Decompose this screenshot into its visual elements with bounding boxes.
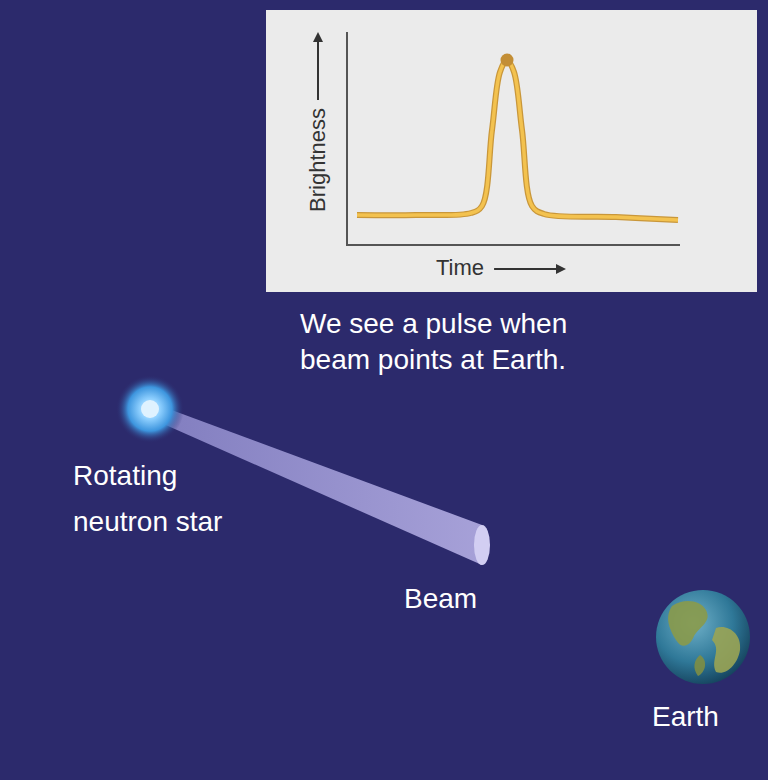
pulse-curve-outline [357,60,678,220]
x-arrowhead [556,264,566,274]
pulse-peak [501,54,514,67]
x-axis-label: Time [436,255,484,281]
x-axis [346,244,680,246]
x-arrow [494,268,558,270]
pulse-curve [357,60,678,220]
neutron-star [116,375,184,443]
y-axis-label: Brightness [305,108,331,212]
pulse-graph [266,10,757,292]
graph-panel: BrightnessTime [266,10,757,292]
earth-globe [656,590,750,684]
y-arrow [317,40,319,100]
earth-label: Earth [652,700,762,734]
beam-end [474,525,490,565]
pulsar-beam [150,402,482,565]
neutron-star-core [141,400,159,418]
star-label: Rotating neutron star [73,453,273,545]
y-arrowhead [313,32,323,42]
beam-label: Beam [404,582,524,616]
y-axis [346,32,348,246]
caption-text: We see a pulse when beam points at Earth… [300,306,600,378]
